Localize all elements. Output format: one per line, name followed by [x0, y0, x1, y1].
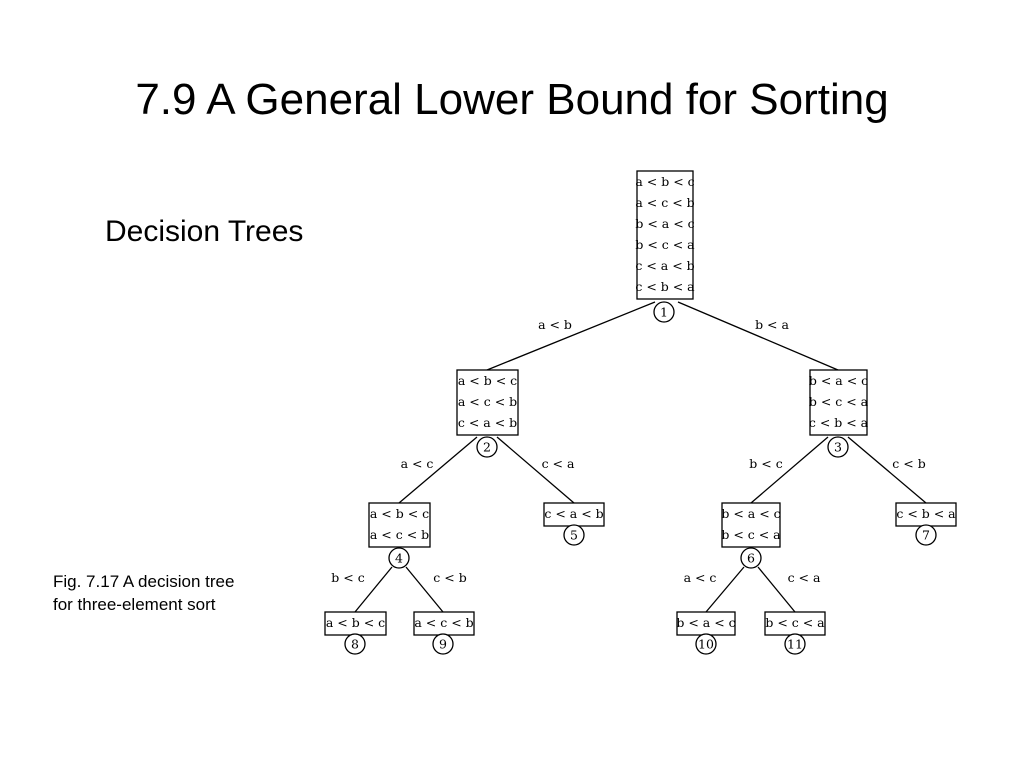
node-number-11: 11: [787, 637, 803, 652]
node-number-circle-4: [388, 547, 410, 569]
node-number-circle-6: [740, 547, 762, 569]
edge-2-5: [496, 436, 575, 504]
edge-label-1-3: b < a: [755, 317, 789, 332]
node-ordering: b < a < c: [721, 506, 780, 521]
node-box-2: [456, 369, 519, 436]
node-ordering: a < c < b: [414, 615, 473, 630]
edge-1-2: [486, 301, 656, 371]
node-ordering: a < c < b: [458, 394, 517, 409]
node-ordering: a < b < c: [326, 615, 385, 630]
edge-6-10: [705, 566, 745, 613]
edge-label-3-6: b < c: [749, 456, 782, 471]
node-number-circle-3: [827, 436, 849, 458]
tree-node-3: b < a < c b < c < a c < b < a 3: [809, 369, 869, 458]
edge-4-9: [405, 566, 444, 613]
tree-node-10: b < a < c 10: [676, 611, 736, 655]
node-number-circle-8: [344, 633, 366, 655]
node-ordering: c < b < a: [635, 279, 695, 294]
node-ordering: b < a < c: [809, 373, 868, 388]
edge-6-11: [757, 566, 796, 613]
tree-node-1: a < b < c a < c < b b < a < c b < c < a c < …: [635, 170, 695, 323]
edge-label-4-8: b < c: [331, 570, 364, 585]
node-ordering: a < b < c: [458, 373, 517, 388]
tree-node-4: a < b < c a < c < b 4: [368, 502, 431, 569]
node-ordering: b < c < a: [765, 615, 825, 630]
node-ordering: c < a < b: [544, 506, 603, 521]
node-number-circle-2: [476, 436, 498, 458]
node-box-1: [636, 170, 694, 300]
node-number-circle-9: [432, 633, 454, 655]
edge-4-8: [354, 566, 393, 613]
node-ordering: a < b < c: [635, 174, 694, 189]
edge-label-2-4: a < c: [401, 456, 434, 471]
tree-node-11: b < c < a 11: [764, 611, 826, 655]
tree-node-5: c < a < b 5: [543, 502, 605, 546]
node-box-6: [721, 502, 781, 548]
tree-node-7: c < b < a 7: [895, 502, 957, 546]
edge-3-7: [847, 436, 927, 504]
node-number-5: 5: [570, 528, 578, 543]
edge-label-4-9: c < b: [433, 570, 466, 585]
node-ordering: b < c < a: [721, 527, 781, 542]
node-box-4: [368, 502, 431, 548]
edge-1-3: [677, 301, 839, 371]
node-number-circle-7: [915, 524, 937, 546]
edge-label-3-7: c < b: [892, 456, 925, 471]
node-number-3: 3: [834, 440, 842, 455]
node-number-4: 4: [395, 551, 403, 566]
subtitle: Decision Trees: [105, 215, 304, 248]
node-ordering: c < a < b: [635, 258, 694, 273]
node-number-9: 9: [439, 637, 447, 652]
node-number-2: 2: [483, 440, 491, 455]
edge-2-4: [398, 436, 478, 504]
node-ordering: a < c < b: [635, 195, 694, 210]
edge-label-6-11: c < a: [788, 570, 821, 585]
node-number-1: 1: [660, 305, 668, 320]
figure-caption: Fig. 7.17 A decision tree for three-elem…: [53, 570, 234, 616]
slide-title: 7.9 A General Lower Bound for Sorting: [135, 75, 889, 124]
edge-label-2-5: c < a: [542, 456, 575, 471]
node-ordering: b < c < a: [809, 394, 869, 409]
node-ordering: a < b < c: [370, 506, 429, 521]
node-ordering: a < c < b: [370, 527, 429, 542]
node-number-circle-11: [784, 633, 806, 655]
edge-3-6: [750, 436, 829, 504]
edge-label-1-2: a < b: [538, 317, 572, 332]
node-ordering: c < b < a: [896, 506, 956, 521]
node-ordering: c < a < b: [458, 415, 517, 430]
tree-node-2: a < b < c a < c < b c < a < b 2: [456, 369, 519, 458]
node-number-circle-1: [653, 301, 675, 323]
caption-line-2: for three-element sort: [53, 595, 216, 614]
node-ordering: b < a < c: [676, 615, 735, 630]
tree-node-8: a < b < c 8: [324, 611, 387, 655]
node-number-6: 6: [747, 551, 755, 566]
node-number-circle-10: [695, 633, 717, 655]
edge-label-6-10: a < c: [684, 570, 717, 585]
node-box-3: [809, 369, 868, 436]
node-number-8: 8: [351, 637, 359, 652]
node-ordering: b < a < c: [635, 216, 694, 231]
node-number-7: 7: [922, 528, 930, 543]
node-number-10: 10: [698, 637, 714, 652]
node-ordering: b < c < a: [635, 237, 695, 252]
node-number-circle-5: [563, 524, 585, 546]
node-ordering: c < b < a: [809, 415, 869, 430]
tree-node-6: b < a < c b < c < a 6: [721, 502, 781, 569]
caption-line-1: Fig. 7.17 A decision tree: [53, 572, 235, 591]
tree-node-9: a < c < b 9: [413, 611, 475, 655]
